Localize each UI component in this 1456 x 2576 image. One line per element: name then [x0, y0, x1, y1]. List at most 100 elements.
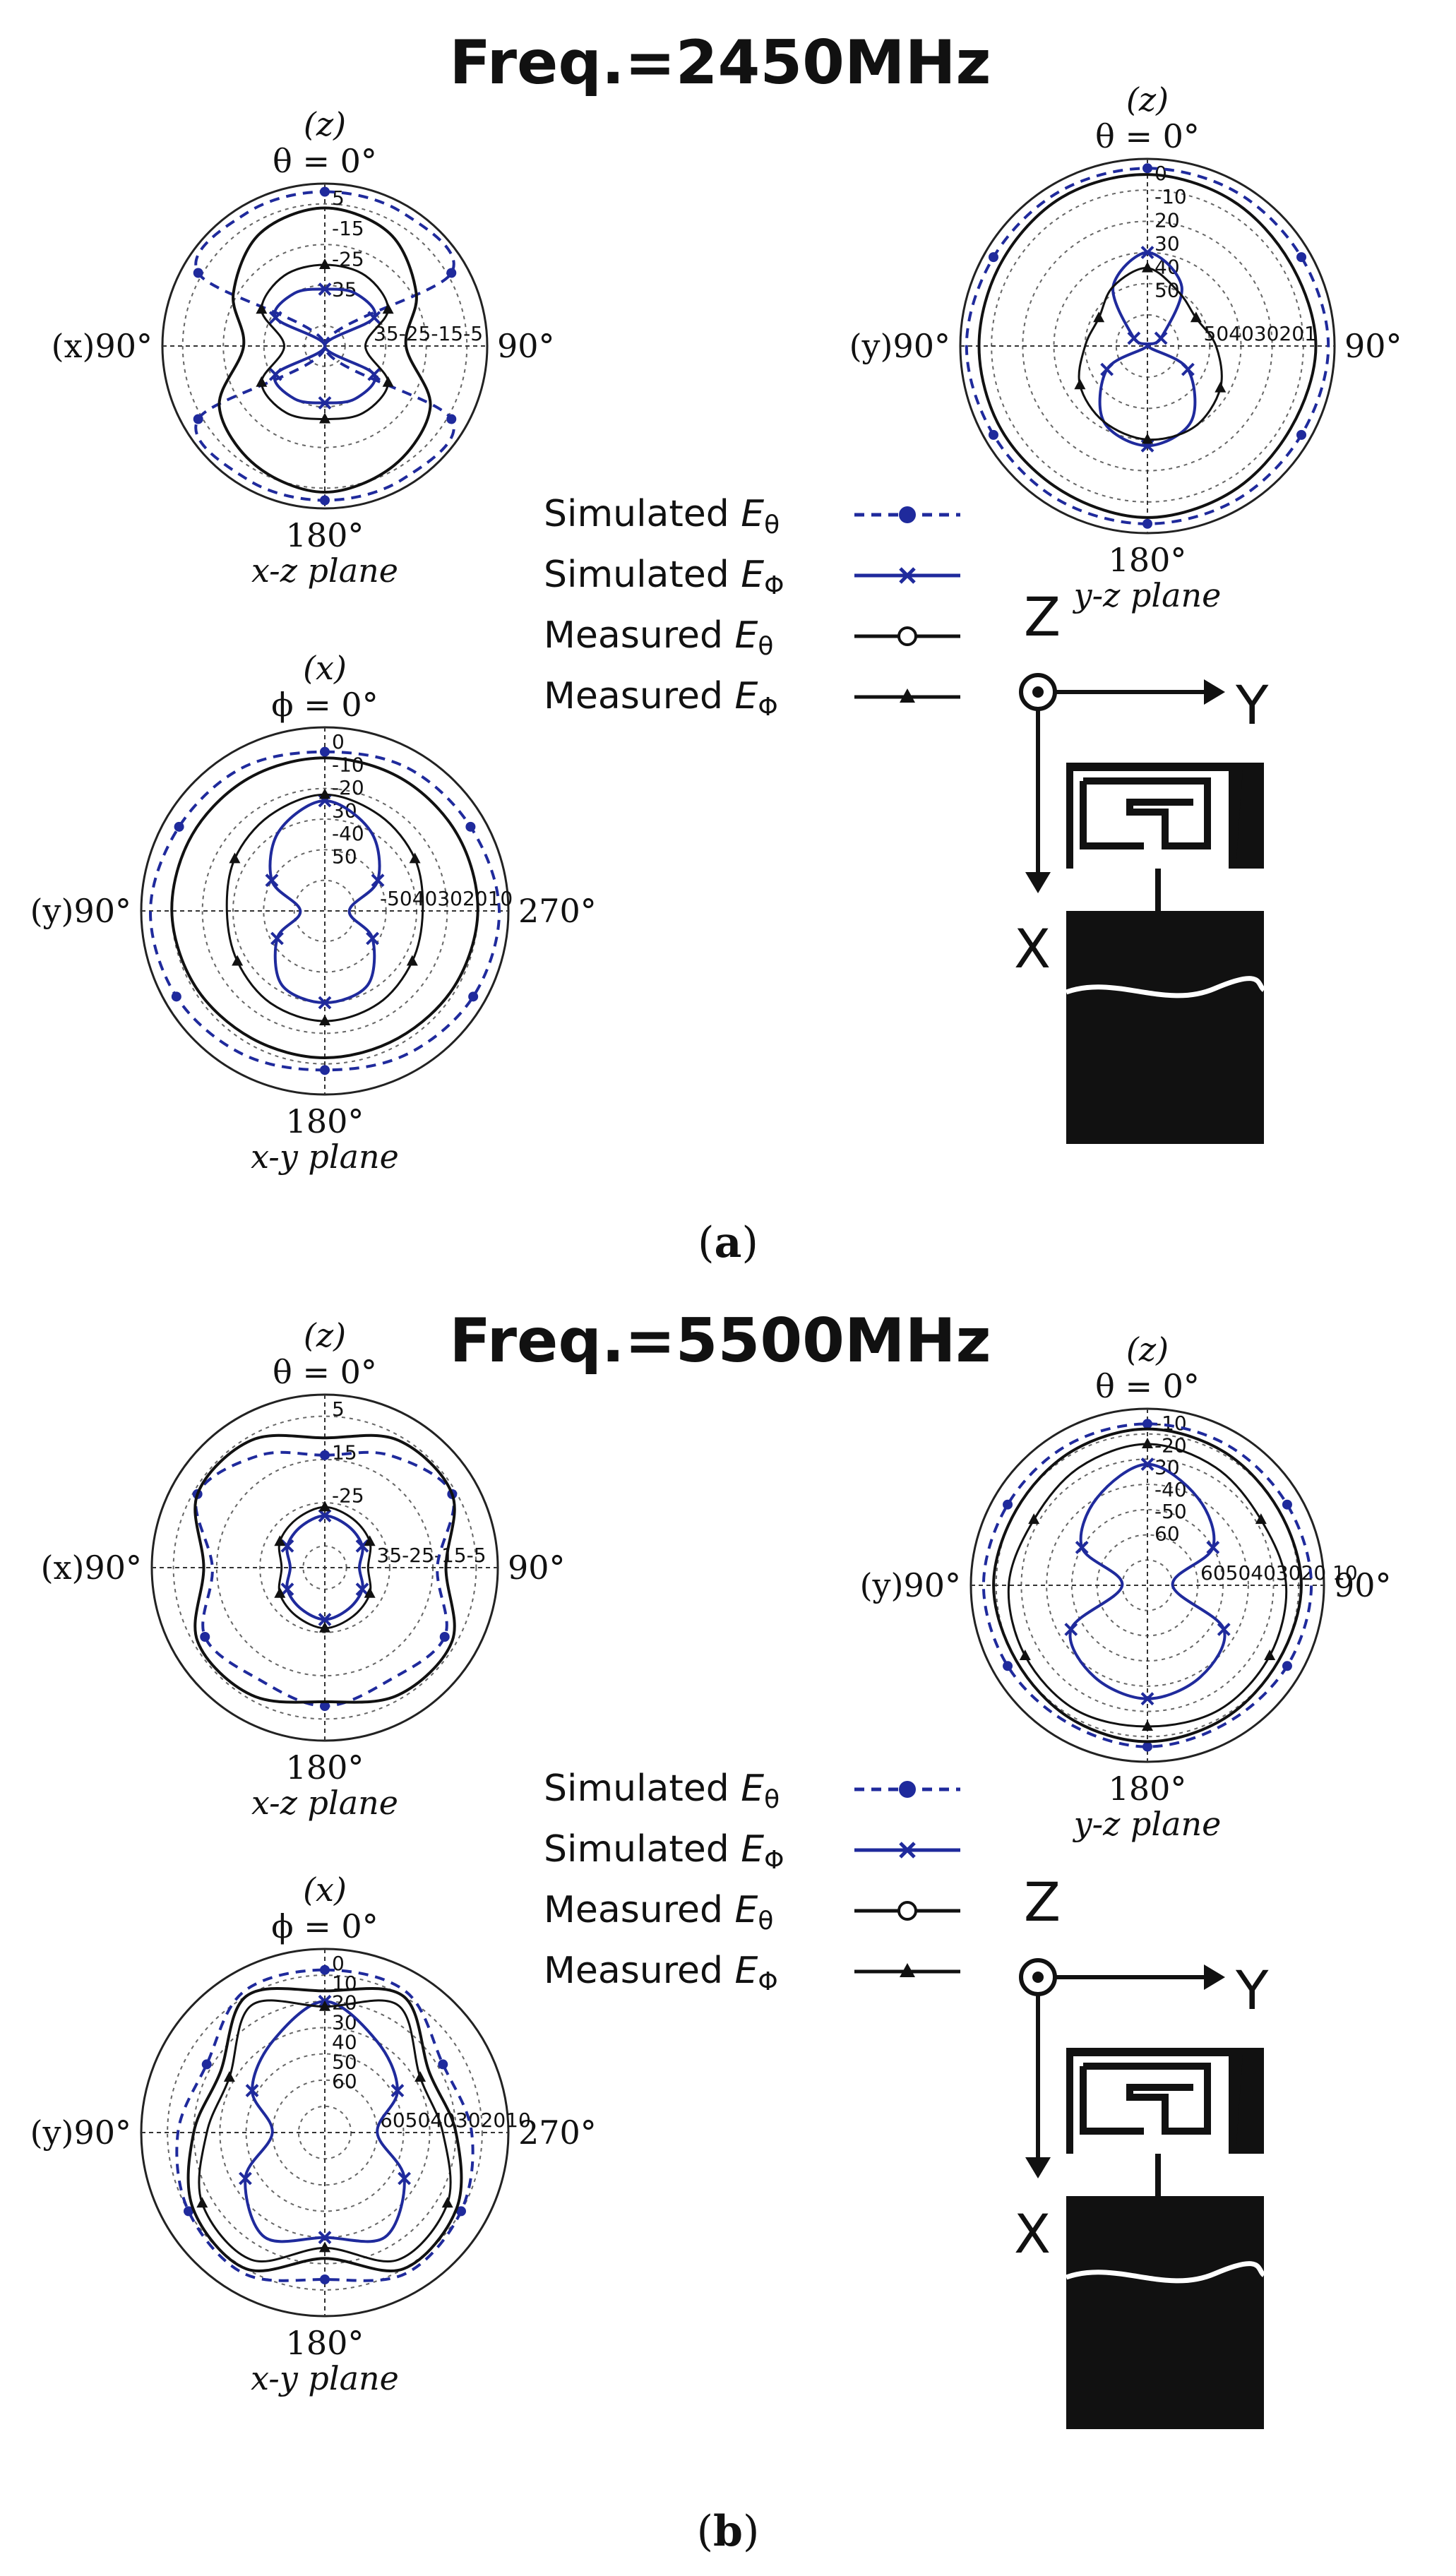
- axis-tick-text: -5040302010: [380, 887, 513, 910]
- panel-a-caption: (a): [698, 1218, 758, 1268]
- legend-item-symbol: E: [735, 1950, 758, 1992]
- axis-x-label: X: [1014, 917, 1051, 980]
- right-angle-label: 90°: [508, 1549, 566, 1587]
- antenna-radiator-area: [1073, 2056, 1229, 2154]
- series-marker-dot: [200, 1632, 210, 1642]
- series-marker-triangle: [414, 2071, 426, 2082]
- legend-item-label: Simulated EΦ: [544, 1828, 784, 1875]
- series-marker-triangle: [1142, 1438, 1153, 1448]
- series-marker-x: [280, 1539, 294, 1553]
- plane-label: y-z plane: [1073, 576, 1222, 614]
- left-angle-label: (x)90°: [52, 327, 153, 365]
- series-marker-triangle: [406, 955, 418, 966]
- legend-item-label: Measured Eθ: [544, 614, 773, 661]
- legend-marker-circle: [897, 626, 917, 646]
- legend-item-label: Simulated Eθ: [544, 1767, 780, 1814]
- axis-tick-text: 504030201: [1204, 322, 1317, 345]
- series-marker-dot: [193, 414, 203, 424]
- right-angle-label: 90°: [497, 327, 555, 365]
- bottom-angle-label: 180°: [1109, 1770, 1187, 1808]
- grid-ring: [222, 244, 427, 448]
- series-marker-x: [1206, 1541, 1220, 1554]
- legend-item-subscript: Φ: [764, 1846, 784, 1875]
- series-marker-dot: [201, 2059, 212, 2070]
- bottom-angle-label: 180°: [286, 1748, 364, 1787]
- top-axis-label: (z): [1126, 1330, 1169, 1368]
- y-arrow-head-icon: [1204, 1964, 1225, 1990]
- series-marker-x: [318, 1509, 332, 1522]
- series-marker-x: [398, 2171, 411, 2186]
- ring-tick-label: -10: [1154, 185, 1187, 208]
- series-marker-dot: [455, 2206, 466, 2217]
- plane-label: y-z plane: [1073, 1805, 1222, 1843]
- series-marker-x: [390, 2084, 405, 2097]
- legend-item-subscript: Φ: [758, 693, 777, 722]
- left-angle-label: (y)90°: [860, 1566, 961, 1604]
- bottom-angle-label: 180°: [286, 2324, 364, 2362]
- series-marker-x: [371, 873, 385, 888]
- series-marker-x: [355, 1539, 369, 1553]
- series-marker-x: [367, 311, 381, 325]
- panel-b-letter: b: [713, 2507, 743, 2556]
- ring-tick-label: 50: [332, 845, 357, 869]
- series-marker-x: [270, 931, 284, 946]
- series-marker-triangle: [364, 1587, 376, 1598]
- legend-item-symbol: E: [735, 614, 758, 657]
- top-angle-label: θ = 0°: [273, 1353, 377, 1391]
- series-marker-dot: [320, 2274, 330, 2284]
- series-marker-triangle: [1093, 311, 1105, 323]
- series-marker-dot: [465, 821, 476, 832]
- series-marker-x: [366, 931, 379, 946]
- antenna-gap: [1066, 869, 1264, 911]
- series-marker-dot: [988, 252, 998, 263]
- outer-ring: [969, 1407, 1325, 1763]
- grid-ring: [293, 879, 357, 943]
- bottom-angle-label: 180°: [286, 516, 364, 554]
- series-trace-3: [170, 756, 479, 1060]
- series-marker-dot: [988, 429, 998, 440]
- series-marker-x: [318, 282, 332, 296]
- grid-ring: [201, 787, 448, 1034]
- series-marker-x: [355, 1582, 369, 1597]
- ground-break-line: [1065, 2261, 1266, 2284]
- antenna-radiator-trace: [1080, 2063, 1211, 2135]
- series-marker-x: [367, 367, 381, 381]
- top-axis-label: (x): [303, 649, 347, 687]
- series-marker-dot: [174, 821, 184, 832]
- series-marker-triangle: [1019, 1650, 1031, 1660]
- series-marker-triangle: [1190, 311, 1202, 323]
- legend-item-subscript: Φ: [764, 571, 784, 600]
- series-marker-triangle: [319, 2000, 330, 2011]
- series-marker-dot: [320, 495, 330, 506]
- series-marker-triangle: [319, 2241, 330, 2253]
- series-marker-triangle: [256, 376, 268, 387]
- series-marker-dot: [320, 746, 330, 757]
- series-marker-x: [1100, 362, 1114, 376]
- z-dot-icon: [1032, 1972, 1044, 1983]
- ring-tick-label: 15: [332, 1441, 357, 1464]
- top-axis-label: (z): [304, 1316, 346, 1354]
- series-trace-3: [217, 206, 432, 494]
- series-marker-triangle: [1074, 378, 1086, 390]
- legend-marker-dot: [899, 506, 916, 523]
- series-marker-dot: [171, 991, 181, 1002]
- series-marker-dot: [1142, 163, 1152, 174]
- ring-tick-label: -50: [1154, 1500, 1187, 1523]
- series-marker-x: [268, 367, 282, 381]
- legend-marker-x: [899, 567, 916, 584]
- legend-item-symbol: E: [741, 493, 764, 535]
- legend-marker-x: [899, 1842, 916, 1859]
- left-angle-label: (y)90°: [30, 2113, 131, 2152]
- ground-break-line: [1065, 976, 1266, 998]
- series-marker-x: [318, 996, 332, 1010]
- svg-text:(b): (b): [697, 2507, 760, 2556]
- series-marker-x: [318, 1613, 332, 1626]
- series-marker-triangle: [223, 2071, 235, 2082]
- antenna-diagram-a: ZYX: [1014, 585, 1269, 1144]
- x-arrow-head-icon: [1025, 2157, 1051, 2178]
